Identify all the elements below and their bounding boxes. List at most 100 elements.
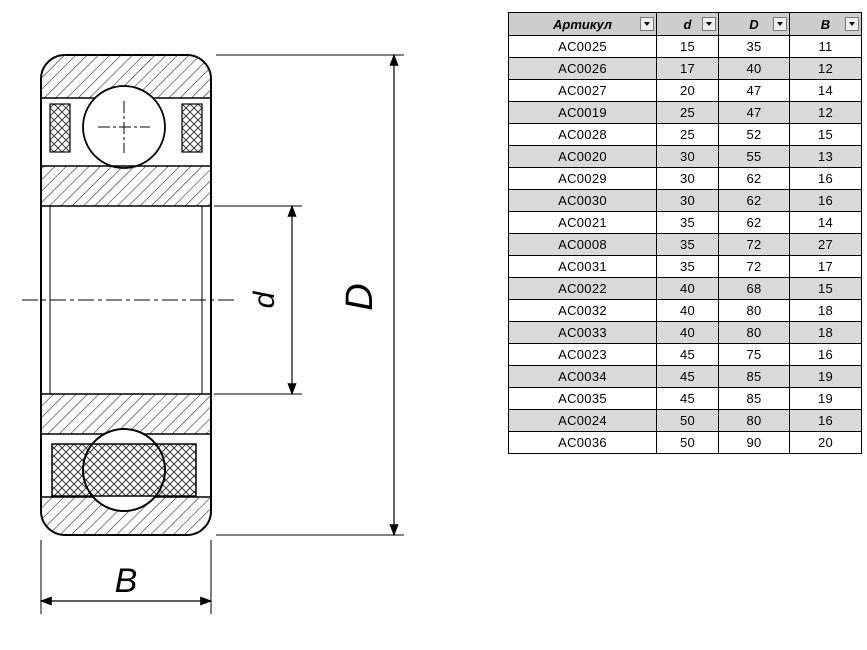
cell-d: 25 [656,123,719,146]
filter-dropdown-button[interactable] [702,17,716,31]
cell-article: AC0033 [508,321,657,344]
cell-D: 55 [718,145,790,168]
dimension-B: B [39,540,213,614]
cell-D: 47 [718,101,790,124]
cell-d: 15 [656,35,719,58]
cell-d: 30 [656,145,719,168]
cell-D: 85 [718,387,790,410]
column-header-label: d [683,16,692,32]
cell-d: 30 [656,189,719,212]
cell-article: AC0036 [508,431,657,454]
cell-article: AC0035 [508,387,657,410]
cell-B: 27 [789,233,862,256]
dim-label-d: d [248,290,281,308]
cell-D: 52 [718,123,790,146]
cell-article: AC0027 [508,79,657,102]
cell-B: 15 [789,277,862,300]
cell-B: 16 [789,343,862,366]
column-header-B: B [789,12,862,36]
cell-B: 14 [789,211,862,234]
chevron-down-icon [777,22,783,26]
cell-d: 17 [656,57,719,80]
cell-d: 20 [656,79,719,102]
cell-d: 45 [656,387,719,410]
filter-dropdown-button[interactable] [640,17,654,31]
column-header-label: D [749,16,759,32]
cell-article: AC0019 [508,101,657,124]
cell-D: 62 [718,211,790,234]
cell-D: 47 [718,79,790,102]
cell-D: 72 [718,233,790,256]
cell-article: AC0031 [508,255,657,278]
column-header-label: B [820,16,831,32]
cell-B: 16 [789,409,862,432]
cell-d: 45 [656,365,719,388]
cell-article: AC0032 [508,299,657,322]
cell-B: 12 [789,57,862,80]
seal-blocks [49,103,203,153]
chevron-down-icon [644,22,650,26]
cell-d: 25 [656,101,719,124]
cell-B: 18 [789,299,862,322]
cell-d: 35 [656,211,719,234]
bearing-drawing: d D B [22,53,404,614]
cell-B: 11 [789,35,862,58]
cell-article: AC0020 [508,145,657,168]
cell-B: 19 [789,387,862,410]
cell-D: 40 [718,57,790,80]
cell-B: 17 [789,255,862,278]
cell-D: 68 [718,277,790,300]
cell-D: 72 [718,255,790,278]
cell-B: 14 [789,79,862,102]
cell-article: AC0030 [508,189,657,212]
cell-D: 35 [718,35,790,58]
cell-article: AC0021 [508,211,657,234]
cell-article: AC0025 [508,35,657,58]
dimension-D: D [216,53,404,537]
chevron-down-icon [706,22,712,26]
spec-table: Артикул d D B [508,12,862,454]
cell-article: AC0034 [508,365,657,388]
cell-d: 50 [656,409,719,432]
cell-article: AC0028 [508,123,657,146]
cell-article: AC0026 [508,57,657,80]
ball-bottom [51,428,197,512]
cell-B: 19 [789,365,862,388]
table-header-row: Артикул d D B [508,12,862,36]
cell-B: 15 [789,123,862,146]
cell-article: AC0024 [508,409,657,432]
cell-d: 40 [656,321,719,344]
column-header-label: Артикул [553,16,612,32]
filter-dropdown-button[interactable] [845,17,859,31]
cell-B: 12 [789,101,862,124]
cell-D: 85 [718,365,790,388]
cell-article: AC0023 [508,343,657,366]
cell-D: 80 [718,409,790,432]
cell-B: 16 [789,189,862,212]
dim-label-D: D [339,283,381,310]
cell-d: 50 [656,431,719,454]
filter-dropdown-button[interactable] [773,17,787,31]
ball-top [82,85,166,169]
cell-D: 80 [718,321,790,344]
cell-D: 75 [718,343,790,366]
cell-article: AC0022 [508,277,657,300]
cell-B: 16 [789,167,862,190]
cell-B: 13 [789,145,862,168]
